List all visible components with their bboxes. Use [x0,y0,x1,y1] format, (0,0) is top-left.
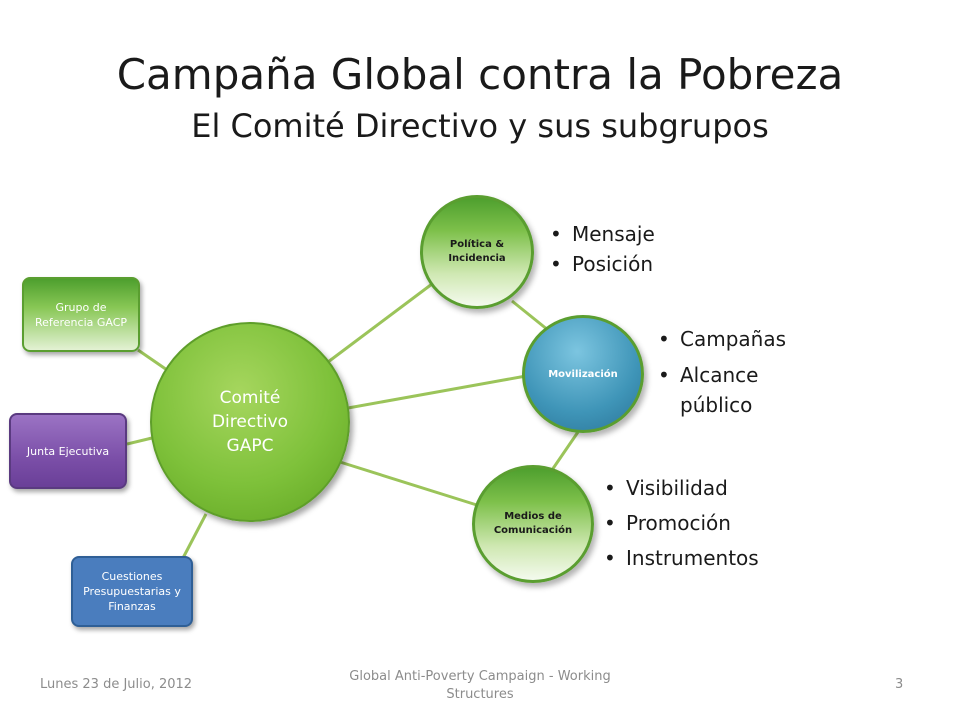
bullet-item: Instrumentos [604,543,759,573]
node-politica-label: Política & Incidencia [448,239,506,264]
medios-bullet-list: Visibilidad Promoción Instrumentos [604,473,759,573]
connector-politica-movilizacion [511,299,549,332]
box-cuestiones-presupuestarias[interactable]: Cuestiones Presupuestarias y Finanzas [71,556,193,627]
bullet-item: Visibilidad [604,473,759,503]
bullet-item: Campañas [658,324,828,354]
politica-bullet-list: Mensaje Posición [550,219,655,279]
bullet-item: Posición [550,249,655,279]
slide-title: Campaña Global contra la Pobreza [116,50,844,99]
box-junta-label: Junta Ejecutiva [26,444,110,458]
center-node-label: Comité Directivo GAPC [211,388,289,456]
footer-date: Lunes 23 de Julio, 2012 [40,677,193,692]
bullet-item: Promoción [604,508,759,538]
footer-presentation-title: Global Anti-Poverty Campaign - Working S… [349,669,611,702]
box-junta-ejecutiva[interactable]: Junta Ejecutiva [9,413,127,489]
box-grupo-referencia[interactable]: Grupo de Referencia GACP [22,277,140,352]
bullet-item: Mensaje [550,219,655,249]
slide-title-block: Campaña Global contra la Pobreza El Comi… [0,46,960,148]
node-movilizacion[interactable]: Movilización [522,315,644,433]
connector-center-junta [126,436,153,446]
slide-subtitle: El Comité Directivo y sus subgrupos [191,107,769,145]
bullet-item: Alcance público [658,360,780,420]
center-node-comite-directivo[interactable]: Comité Directivo GAPC [150,322,350,522]
connector-center-medios [339,460,481,508]
node-politica-incidencia[interactable]: Política & Incidencia [420,195,534,309]
box-grupo-label: Grupo de Referencia GACP [34,300,128,329]
connector-center-cuestiones [181,513,208,559]
node-movilizacion-label: Movilización [548,368,618,380]
movilizacion-bullet-list: Campañas Alcance público [658,324,828,420]
node-medios-comunicacion[interactable]: Medios de Comunicación [472,465,594,583]
box-cuestiones-label: Cuestiones Presupuestarias y Finanzas [83,570,181,613]
connector-center-politica [327,282,433,364]
connector-movilizacion-medios [550,431,580,471]
footer-page-number: 3 [895,677,904,692]
connector-center-movilizacion [347,374,527,410]
node-medios-label: Medios de Comunicación [493,511,573,536]
